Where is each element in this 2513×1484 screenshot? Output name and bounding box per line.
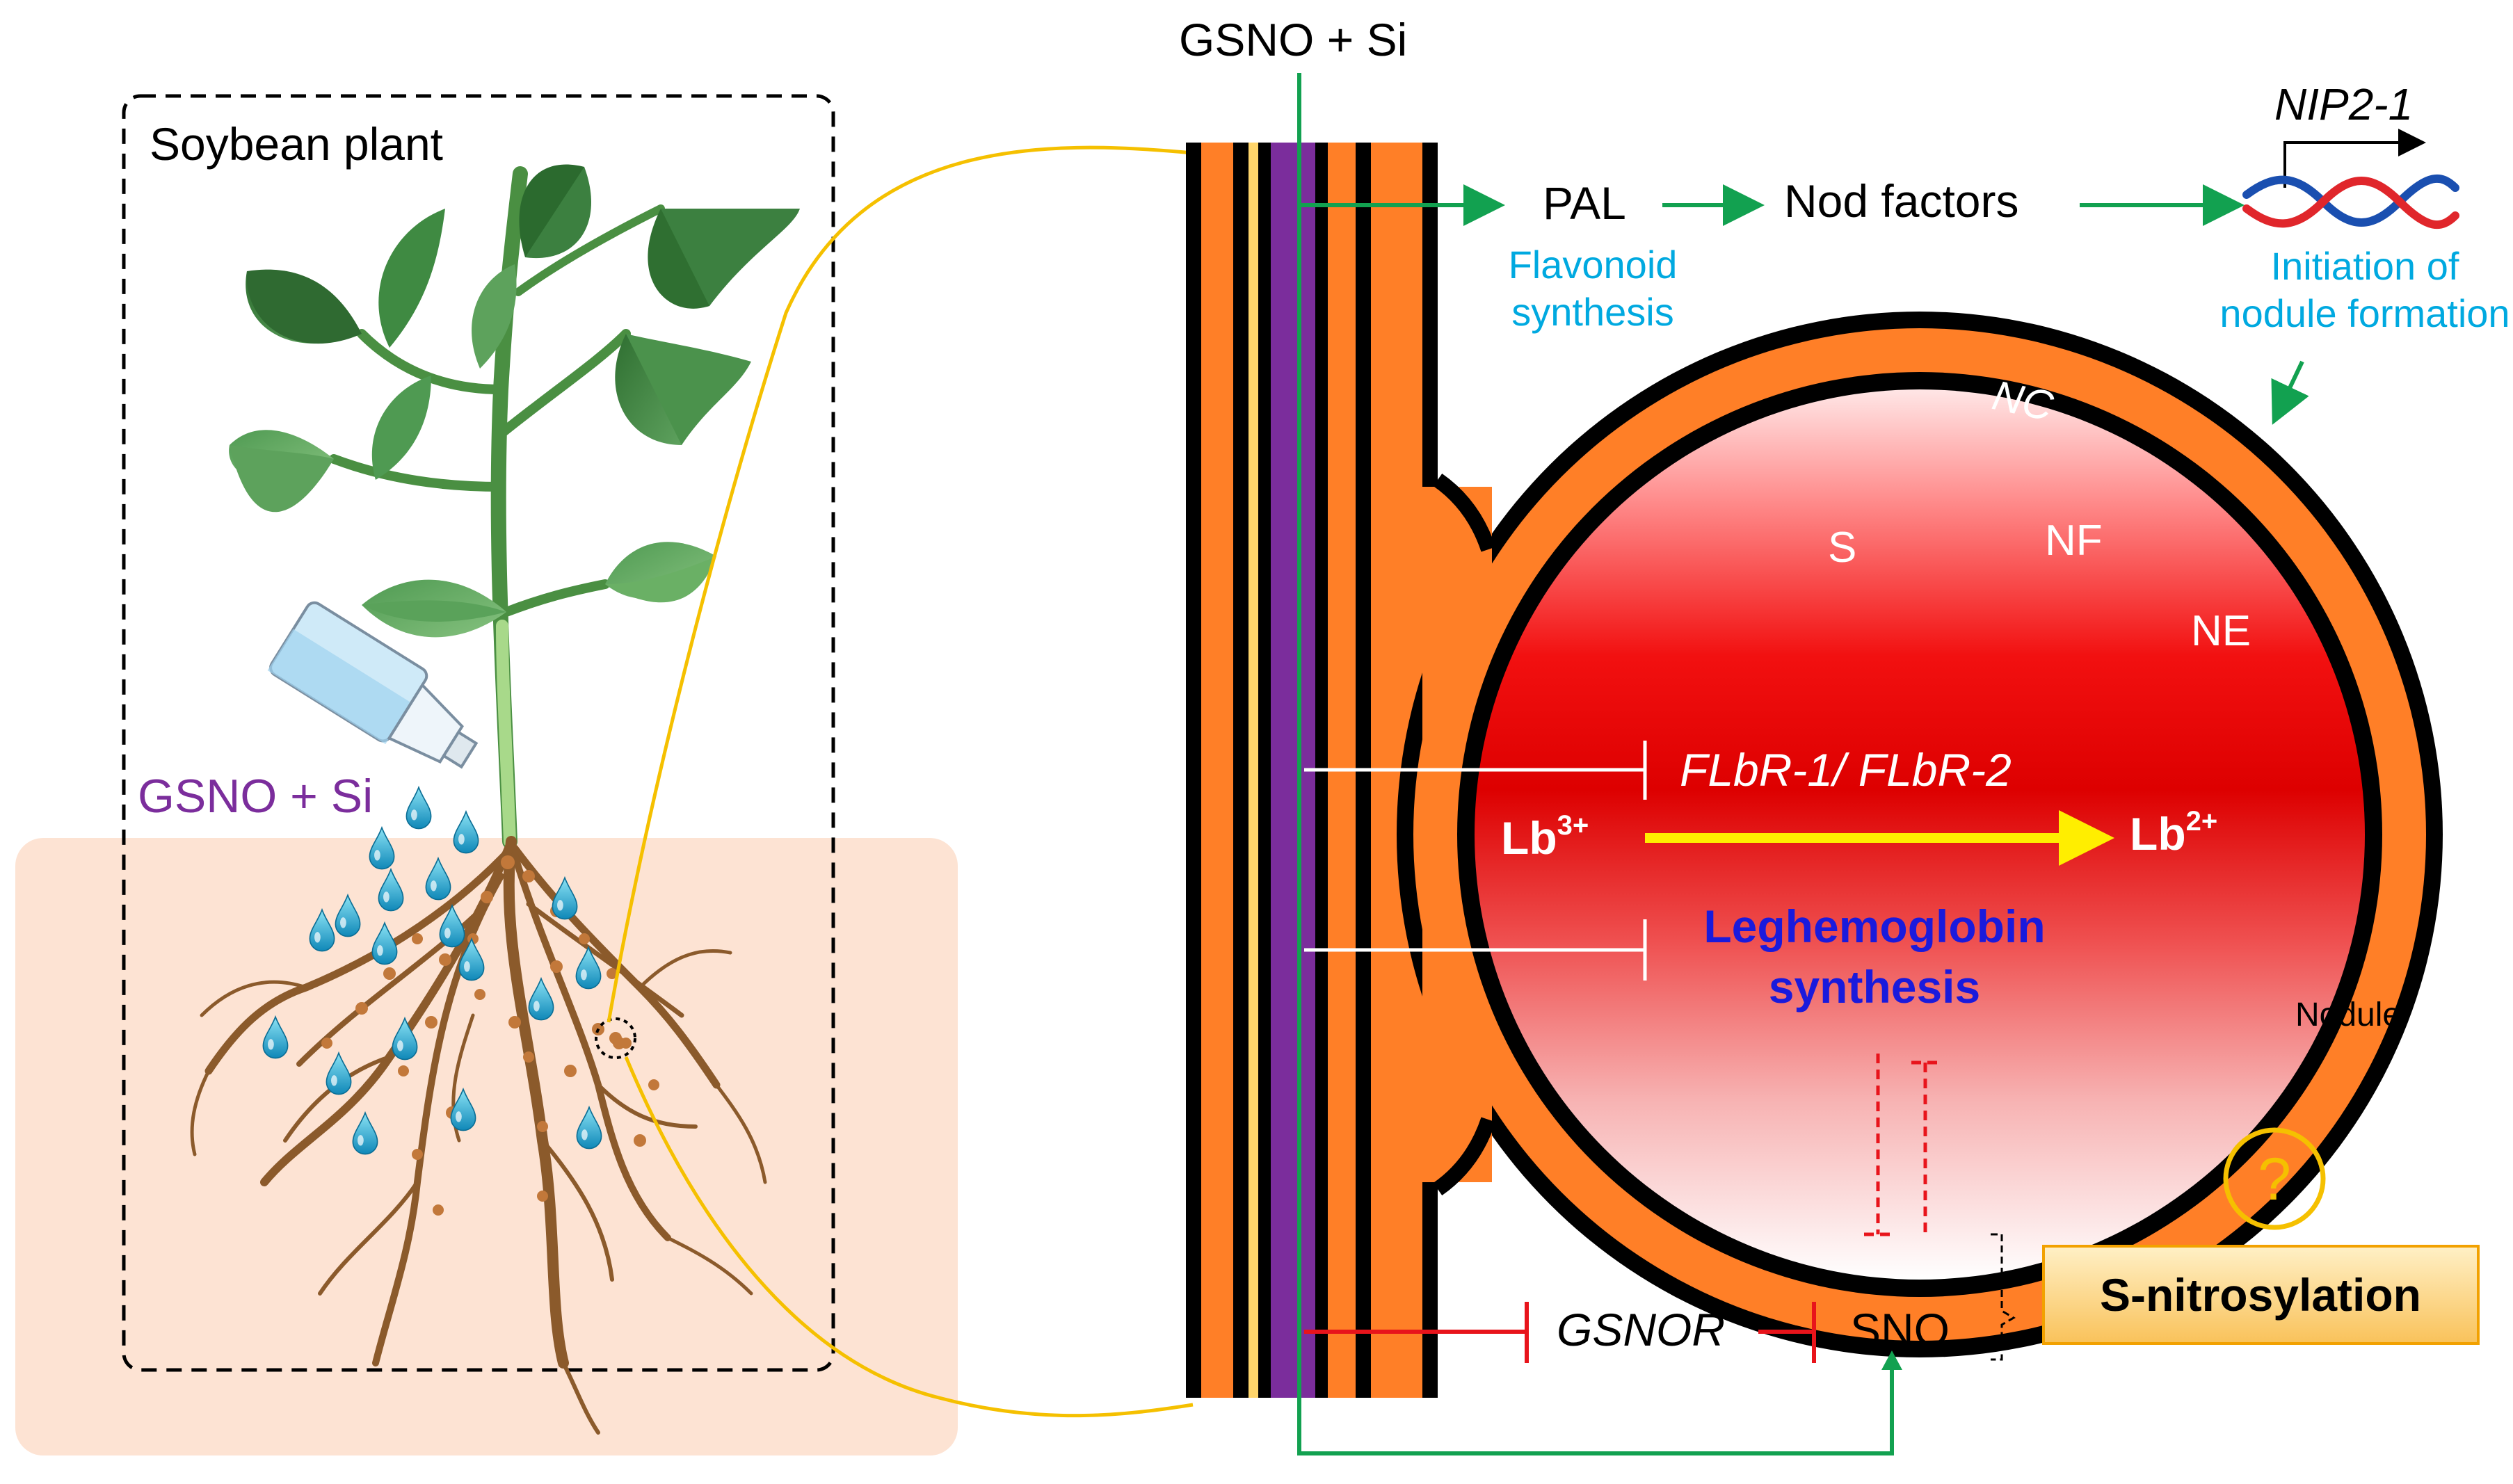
root-nodule-highlight bbox=[609, 1032, 622, 1045]
top-treatment-label: GSNO + Si bbox=[1179, 14, 1407, 65]
flavonoid-label-line1: Flavonoid bbox=[1509, 243, 1678, 287]
water-droplet-icon bbox=[406, 787, 432, 830]
zoom-connector-top bbox=[607, 145, 1194, 1023]
spray-bottle-icon bbox=[267, 601, 479, 769]
sno-bracket bbox=[1991, 1233, 2016, 1361]
s-nitrosylation-label: S-nitrosylation bbox=[2100, 1269, 2421, 1321]
lb2-base: Lb bbox=[2130, 808, 2186, 860]
leghemoglobin-label-line2: synthesis bbox=[1769, 961, 1980, 1013]
initiation-label-line2: nodule formation bbox=[2219, 291, 2510, 335]
promoter-arrow bbox=[2283, 129, 2426, 188]
soybean-plant-title: Soybean plant bbox=[150, 118, 443, 170]
plant-stem bbox=[329, 166, 665, 849]
s-nitrosylation-box bbox=[2042, 1245, 2480, 1345]
treatment-line bbox=[1297, 73, 1894, 1455]
sno-label: SNO bbox=[1850, 1304, 1950, 1355]
soybean-plant-box bbox=[122, 94, 835, 1372]
lb-conversion-arrowhead bbox=[2059, 810, 2114, 866]
nodule-nf-label: NF bbox=[2045, 517, 2103, 565]
dna-helix-icon bbox=[2242, 175, 2459, 229]
magnified-nodule-circle bbox=[595, 1017, 636, 1059]
nodule-ne-label: NE bbox=[2191, 607, 2251, 655]
gene-label: NIP2-1 bbox=[2274, 79, 2413, 129]
plant-roots bbox=[190, 836, 767, 1435]
soil-region bbox=[15, 838, 958, 1455]
lb3-base: Lb bbox=[1501, 812, 1557, 864]
flavonoid-label-line2: synthesis bbox=[1511, 290, 1673, 334]
water-droplet-icon bbox=[369, 827, 395, 870]
flbr-label: FLbR-1/ FLbR-2 bbox=[1680, 744, 2012, 796]
zoom-connector-bottom bbox=[624, 1056, 1194, 1418]
nod-factors-label: Nod factors bbox=[1784, 175, 2018, 227]
arrow-initiation-to-nodule bbox=[2271, 360, 2309, 425]
plant-leaves bbox=[229, 164, 800, 638]
initiation-label-line1: Initiation of bbox=[2271, 244, 2459, 288]
question-mark-text: ? bbox=[2258, 1146, 2291, 1213]
leghemoglobin-label-line1: Leghemoglobin bbox=[1703, 901, 2045, 952]
lb3-label: Lb3+ bbox=[1501, 810, 1589, 864]
pal-label: PAL bbox=[1543, 177, 1626, 229]
nodule-label: Nodule bbox=[2295, 997, 2401, 1033]
sno-dashed-inhibition bbox=[1864, 1054, 1941, 1238]
nodule-s-label: S bbox=[1828, 524, 1856, 572]
arrow-to-sno-head bbox=[1881, 1350, 1902, 1370]
gsnor-label: GSNOR bbox=[1557, 1304, 1725, 1355]
lb3-superscript: 3+ bbox=[1557, 810, 1589, 841]
plant-treatment-label: GSNO + Si bbox=[138, 770, 373, 823]
lb2-superscript: 2+ bbox=[2186, 806, 2218, 837]
water-droplet-icon bbox=[453, 811, 479, 854]
question-mark-icon bbox=[2223, 1127, 2326, 1230]
lb2-label: Lb2+ bbox=[2130, 806, 2217, 860]
